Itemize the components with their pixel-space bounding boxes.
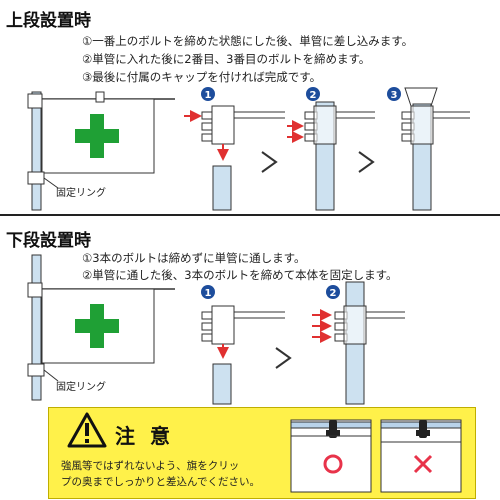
- lower-step-2: ②単管に通した後、3本のボルトを締めて本体を固定します。: [82, 268, 398, 282]
- upper-step-2: ②単管に入れた後に2番目、3番目のボルトを締めます。: [82, 52, 371, 66]
- upper-step-1: ①一番上のボルトを締めた状態にした後、単管に差し込みます。: [82, 34, 414, 48]
- upper-ring-label: 固定リング: [56, 188, 106, 199]
- warning-icon: [67, 412, 107, 448]
- upper-flag-assembly: [27, 91, 175, 211]
- upper-step2-diagram: 2: [287, 87, 375, 211]
- clip-good-illustration: [290, 419, 372, 493]
- green-cross-icon: [75, 304, 119, 348]
- upper-step3-diagram: 3: [387, 87, 470, 211]
- svg-text:2: 2: [330, 288, 337, 299]
- caution-line-1: 強風等ではずれないよう、旗をクリッ: [61, 460, 240, 472]
- caution-line-2: プの奥までしっかりと差込んでください。: [61, 476, 260, 488]
- lower-step1-diagram: 1: [201, 285, 285, 405]
- upper-step1-diagram: 1: [184, 87, 285, 211]
- svg-text:1: 1: [205, 90, 212, 101]
- lower-flag-assembly: [27, 254, 175, 401]
- arrow-right-icon: [275, 347, 292, 369]
- clip-bad-illustration: [380, 419, 462, 493]
- lower-step2-diagram: 2: [312, 281, 405, 405]
- caution-title: 注 意: [115, 424, 174, 448]
- green-cross-icon: [75, 114, 119, 158]
- arrow-right-icon: [358, 151, 375, 173]
- caution-text: 強風等ではずれないよう、旗をクリッ プの奥までしっかりと差込んでください。: [61, 458, 260, 490]
- caution-box: 注 意 強風等ではずれないよう、旗をクリッ プの奥までしっかりと差込んでください…: [48, 407, 476, 499]
- section-divider: [0, 214, 500, 216]
- svg-text:3: 3: [391, 90, 398, 101]
- upper-title: 上段設置時: [6, 11, 91, 31]
- lower-step-1: ①3本のボルトは締めずに単管に通します。: [82, 251, 306, 265]
- svg-text:2: 2: [310, 90, 317, 101]
- lower-title: 下段設置時: [6, 231, 91, 251]
- upper-step-3: ③最後に付属のキャップを付ければ完成です。: [82, 70, 322, 84]
- lower-ring-label: 固定リング: [56, 382, 106, 393]
- svg-text:1: 1: [205, 288, 212, 299]
- arrow-right-icon: [261, 151, 278, 173]
